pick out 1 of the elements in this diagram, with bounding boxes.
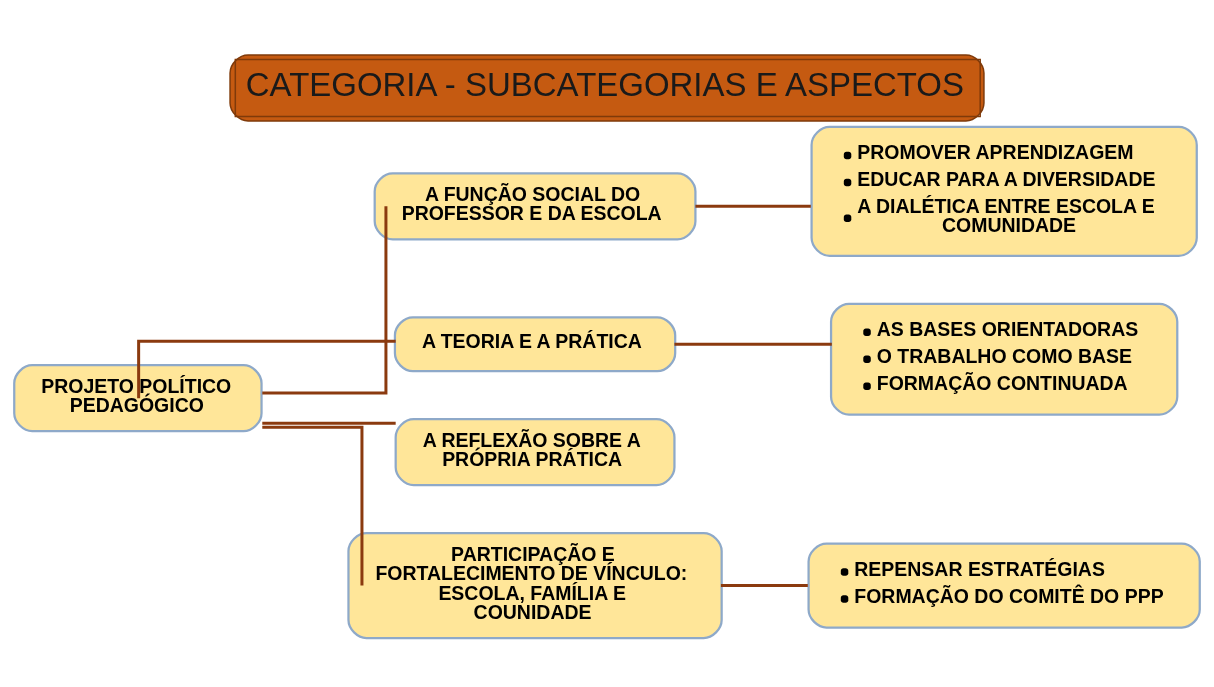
diagram-title: CATEGORIA - SUBCATEGORIAS E ASPECTOS — [245, 66, 964, 104]
